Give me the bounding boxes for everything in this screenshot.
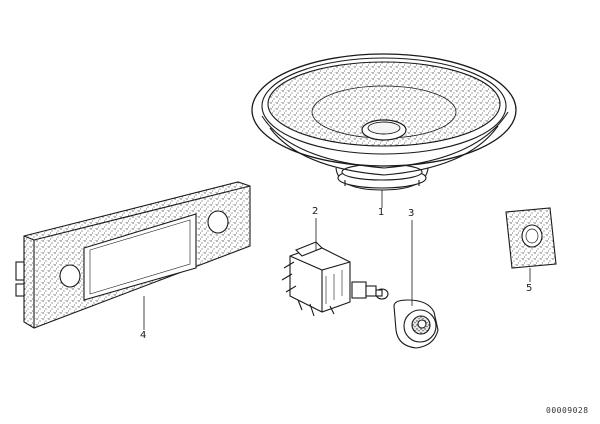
callout-5: 5 — [526, 283, 533, 294]
connector-part-2 — [281, 241, 389, 317]
pad-part-5 — [505, 207, 557, 269]
leader-lines — [143, 190, 531, 330]
callout-4: 4 — [140, 330, 147, 341]
document-number: 00009028 — [546, 406, 589, 415]
callout-1: 1 — [378, 207, 385, 218]
callout-2: 2 — [312, 206, 319, 217]
knob-part-3 — [393, 299, 439, 349]
speaker-part-1 — [251, 53, 517, 191]
trim-plate-part-4 — [15, 181, 251, 329]
callout-3: 3 — [408, 208, 415, 219]
